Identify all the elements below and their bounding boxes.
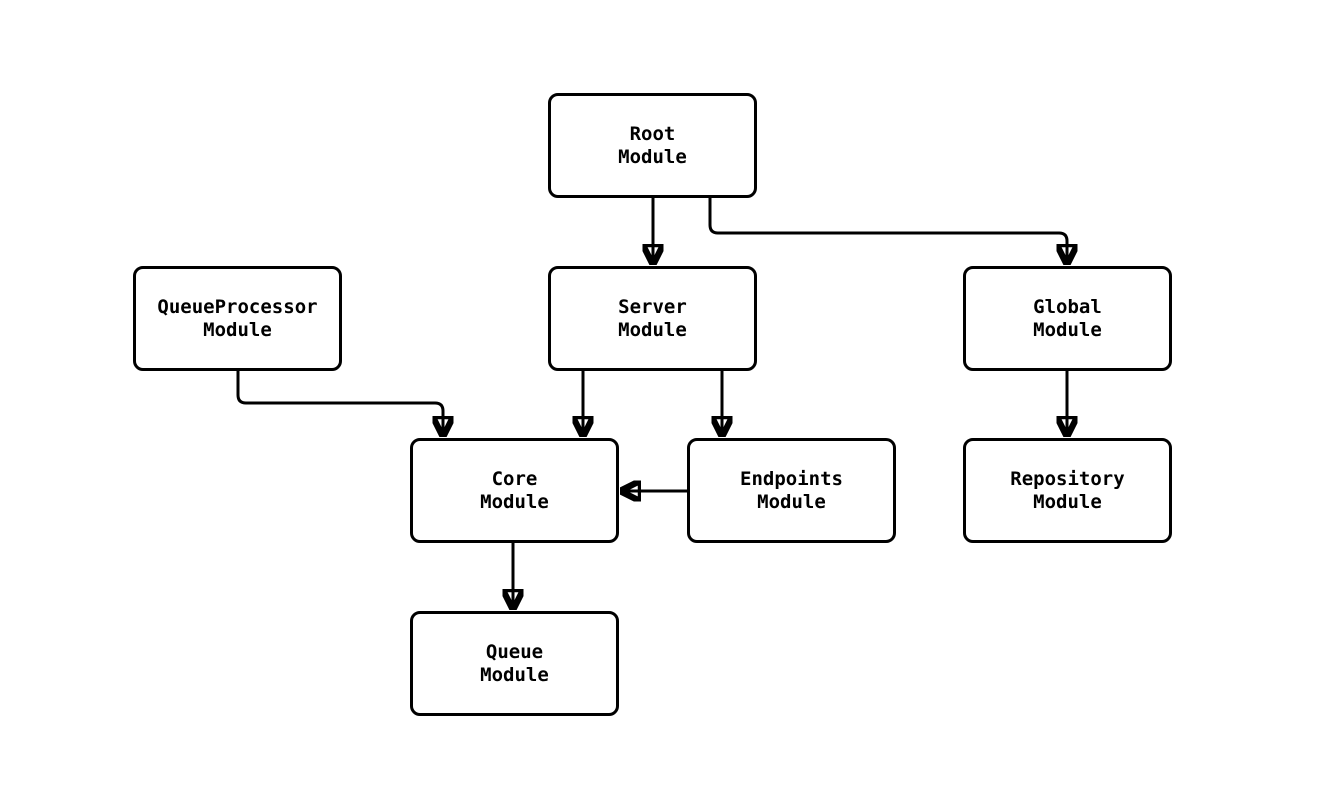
node-label-line: Endpoints [740,467,843,490]
node-queueprocessor-module: QueueProcessor Module [133,266,342,371]
node-repository-module: Repository Module [963,438,1172,543]
node-server-module: Server Module [548,266,757,371]
node-root-module: Root Module [548,93,757,198]
node-label-line: Server [618,295,687,318]
node-label-line: Module [203,318,272,341]
node-label-line: Module [618,318,687,341]
node-label-line: Module [618,145,687,168]
node-label-line: Queue [485,640,544,663]
node-label-line: Module [1033,490,1102,513]
node-label-line: QueueProcessor [157,295,318,318]
node-endpoints-module: Endpoints Module [687,438,896,543]
node-label-line: Core [491,467,538,490]
node-core-module: Core Module [410,438,619,543]
node-label-line: Module [757,490,826,513]
node-label-line: Module [480,663,549,686]
node-label-line: Module [480,490,549,513]
edge-root-to-global [708,198,1067,263]
node-label-line: Module [1033,318,1102,341]
node-queue-module: Queue Module [410,611,619,716]
node-label-line: Repository [1010,467,1125,490]
node-label-line: Root [629,122,676,145]
edge-queueprocessor-to-core [236,371,443,435]
node-label-line: Global [1033,295,1102,318]
node-global-module: Global Module [963,266,1172,371]
